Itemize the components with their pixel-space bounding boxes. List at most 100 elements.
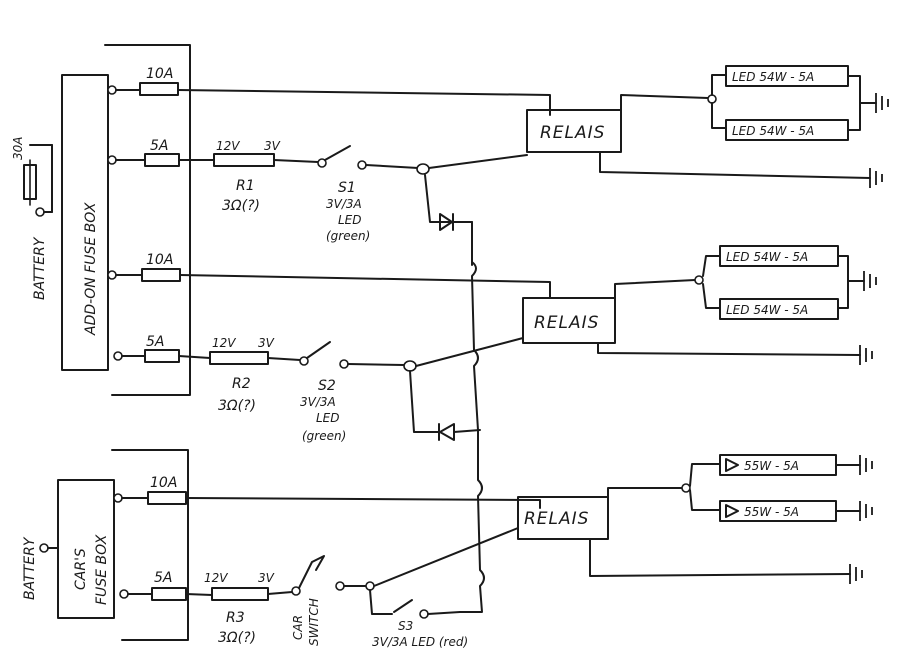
c3-s3-b [419,609,429,619]
c1-load-b-label: LED 54W - 5A [732,124,814,138]
c2-res-out [267,357,301,361]
c1-res-vout: 3V [264,139,281,153]
c1-sw-name: S1 [338,180,356,196]
c2-ctrl-wire-b [178,355,211,359]
c1-sw-out [365,164,419,169]
c2-res-name: R2 [232,376,251,392]
c2-load-b-label: LED 54W - 5A [726,303,808,317]
c3-sw-name: S3 [398,619,413,633]
c3-s3-out [427,611,461,615]
control-bus [459,221,485,613]
c3-load-a-label: 55W - 5A [744,459,799,473]
c3-load-a-lead [689,463,721,487]
c3-load-a-ground-icon [859,455,873,475]
c2-load-ground-icon [863,271,877,291]
c1-to-relay [428,154,528,169]
c1-switch-lever [324,145,351,161]
c3-load-b-ground-icon [859,501,873,521]
c2-switch-a [299,356,309,366]
c3-ctrl-wire-b [185,593,213,596]
battery-bottom-terminal [39,543,49,553]
c2-switch-lever [306,341,331,359]
c3-car-switch-lever [298,555,325,589]
c2-fuse-ctrl-label: 5A [146,334,164,350]
c3-fuse-ctrl [151,587,187,601]
c2-to-relay [415,337,524,367]
c3-car-switch-2: SWITCH [307,598,321,646]
c2-relay-out [614,279,696,301]
c2-load-split [694,275,704,285]
c1-load-b-lead [711,102,727,129]
c3-fuse-main-label: 10A [150,475,177,491]
c1-resistor [213,153,275,167]
c1-sw-color: (green) [326,229,370,243]
c1-res-out [273,159,319,163]
top-battery-group: BATTERY 30A [11,137,53,300]
c3-res-out [267,591,293,595]
c2-load-a-label: LED 54W - 5A [726,250,808,264]
c2-sw-name: S2 [318,378,336,394]
c1-sw-spec: 3V/3A [326,197,362,211]
circuit-2: 10A 5A 12V 3V R2 3Ω(?) S2 3V/3A LED (gre… [107,245,877,443]
c3-car-switch-a [291,586,301,596]
c2-main-wire-b [179,274,551,299]
circuit-1: 10A 5A 12V 3V R1 3Ω(?) S1 3V/3A LED (gre… [107,65,889,266]
c1-diode [439,213,454,231]
c1-load-ground-icon [875,93,889,113]
c3-car-switch-1: CAR [291,615,305,640]
c2-relay-label: RELAIS [534,313,599,333]
c1-load-a-lead [711,74,727,96]
c3-load-b-label: 55W - 5A [744,505,799,519]
c1-load-split [707,94,717,104]
c2-relay [522,297,616,344]
c2-fuse-main [141,268,181,282]
c3-relay-out [607,487,683,500]
battery-bottom-label: BATTERY [22,536,38,600]
c2-load-b-lead [702,283,721,309]
c2-main-terminal [107,270,117,280]
c3-load-a-lamp-icon [725,458,739,472]
c2-res-vout: 3V [258,336,275,350]
addon-fuse-box-label: ADD-ON FUSE BOX [83,202,99,336]
c3-res-val: 3Ω(?) [218,630,256,646]
c3-load-b-lead [689,489,721,511]
c2-diode-branch [409,370,439,433]
c3-main-terminal [113,493,123,503]
c2-sw-spec: 3V/3A [300,395,336,409]
c1-relay-out [620,94,709,113]
c2-ctrl-terminal [113,351,123,361]
c1-relay-gnd-wire [599,151,871,179]
c1-ctrl-terminal [107,155,117,165]
battery-top-terminal [35,207,45,217]
c1-relay-label: RELAIS [540,123,605,143]
c1-res-val: 3Ω(?) [222,198,260,214]
c2-sw-color: (green) [302,429,346,443]
c2-fuse-ctrl [144,349,180,363]
circuit-3: 10A 5A 12V 3V R3 3Ω(?) CAR SWITCH S3 3V/… [113,454,873,649]
cars-fuse-box-outline [111,449,189,641]
fuse-30a-label: 30A [11,137,25,160]
c2-node [403,360,417,372]
c3-relay-gnd-wire [589,538,851,577]
c1-relay-ground-icon [869,168,883,188]
cars-fuse-box-label-1: CAR'S [73,548,89,590]
c3-resistor [211,587,269,601]
c1-sw-led: LED [338,213,362,227]
c2-res-val: 3Ω(?) [218,398,256,414]
c1-relay [526,109,622,153]
c2-diode [438,423,455,441]
addon-fuse-box-outline [104,44,191,396]
c1-switch-b [357,160,367,170]
c3-relay-label: RELAIS [524,509,589,529]
c2-relay-ground-icon [859,345,873,365]
c3-ctrl-terminal [119,589,129,599]
cars-fuse-box: CAR'S FUSE BOX BATTERY [22,449,189,641]
c3-relay [517,496,609,540]
c1-load-join [847,75,861,131]
c3-res-vin: 12V [204,571,228,585]
c2-fuse-main-label: 10A [146,252,173,268]
c1-main-terminal [107,85,117,95]
c2-relay-gnd-wire [597,342,861,356]
